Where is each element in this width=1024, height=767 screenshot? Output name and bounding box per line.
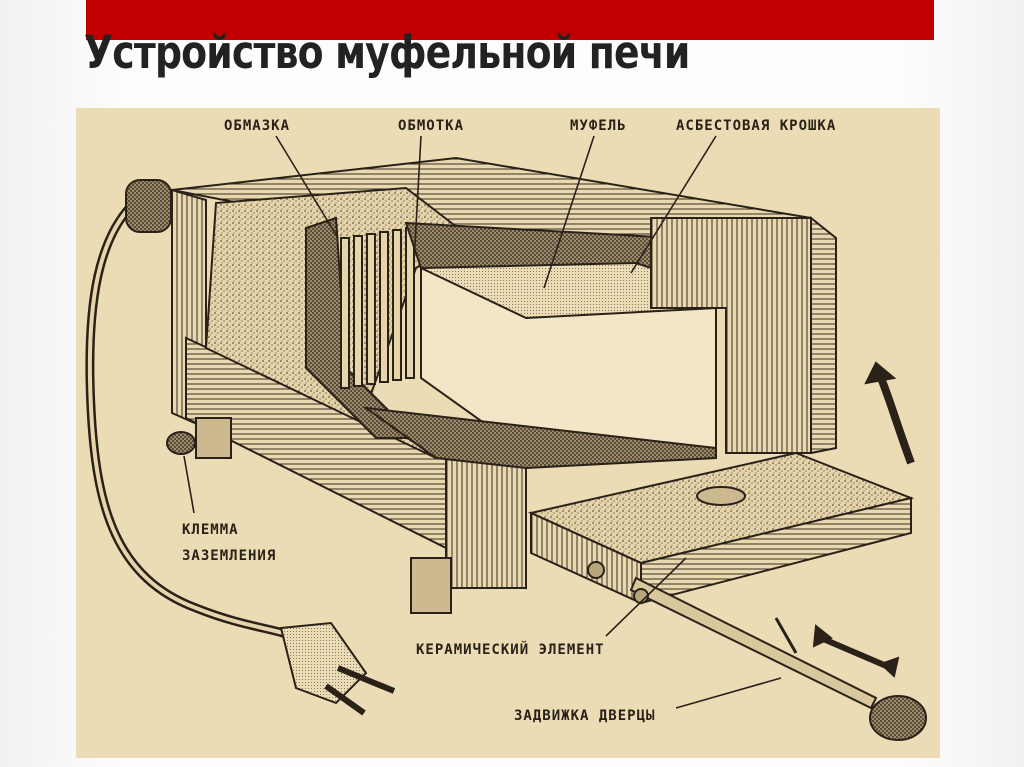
- furnace-body: [171, 156, 837, 614]
- power-cord-clamp: [125, 179, 172, 233]
- door-lift-arrow: [864, 361, 915, 465]
- leader-lines: [183, 135, 782, 709]
- label-ground-terminal-line1: КЛЕММА: [182, 522, 239, 538]
- label-winding: ОБМОТКА: [398, 118, 464, 134]
- label-coating: ОБМАЗКА: [224, 118, 290, 134]
- door-latch-rod: [587, 561, 927, 741]
- label-asbestos: АСБЕСТОВАЯ КРОШКА: [676, 118, 836, 134]
- label-door-latch: ЗАДВИЖКА ДВЕРЦЫ: [514, 708, 655, 724]
- slide-title: Устройство муфельной печи: [84, 26, 690, 79]
- winding-coils: [340, 227, 415, 389]
- muffle-furnace-diagram: ОБМАЗКА ОБМОТКА МУФЕЛЬ АСБЕСТОВАЯ КРОШКА…: [76, 108, 940, 758]
- label-ceramic-element: КЕРАМИЧЕСКИЙ ЭЛЕМЕНТ: [416, 641, 605, 658]
- latch-slide-arrow: [812, 624, 900, 678]
- furnace-door: [527, 451, 915, 605]
- label-ground-terminal-line2: ЗАЗЕМЛЕНИЯ: [182, 548, 276, 564]
- power-plug: [279, 621, 396, 716]
- diagram-labels: ОБМАЗКА ОБМОТКА МУФЕЛЬ АСБЕСТОВАЯ КРОШКА…: [182, 118, 836, 724]
- power-cord: [85, 189, 299, 643]
- latch-knob: [869, 695, 927, 741]
- ground-terminal-knob: [166, 431, 196, 455]
- label-muffle: МУФЕЛЬ: [570, 118, 627, 134]
- title-accent-bar: [86, 0, 934, 40]
